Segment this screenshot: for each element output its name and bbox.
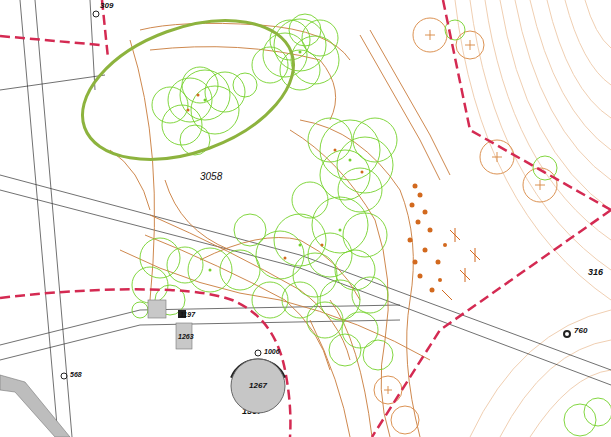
plan-number: 1197 <box>180 311 195 318</box>
contour-lines <box>455 0 611 437</box>
plan-number: 1263 <box>178 333 194 340</box>
terrain-contours <box>110 23 450 437</box>
trunk-dots <box>187 94 364 260</box>
plan-number: 568 <box>70 371 82 378</box>
survey-points <box>61 11 570 379</box>
buildings <box>0 300 284 437</box>
plan-number: 309 <box>100 2 113 10</box>
plan-number: 316 <box>588 268 603 277</box>
plan-number: 3058 <box>200 172 222 182</box>
shrub-dots <box>408 184 448 293</box>
tree-crowns <box>132 14 611 436</box>
tank-circle: 1267 <box>230 358 286 414</box>
tree-symbols <box>374 18 557 434</box>
plan-number: 760 <box>574 327 587 335</box>
tank-number: 1267 <box>249 382 267 390</box>
highlight-ellipse <box>63 0 312 186</box>
tank-fill <box>231 359 285 413</box>
tree-trunks <box>204 51 352 272</box>
plan-number: 1006 <box>264 348 280 355</box>
shrub-marks <box>442 228 480 300</box>
